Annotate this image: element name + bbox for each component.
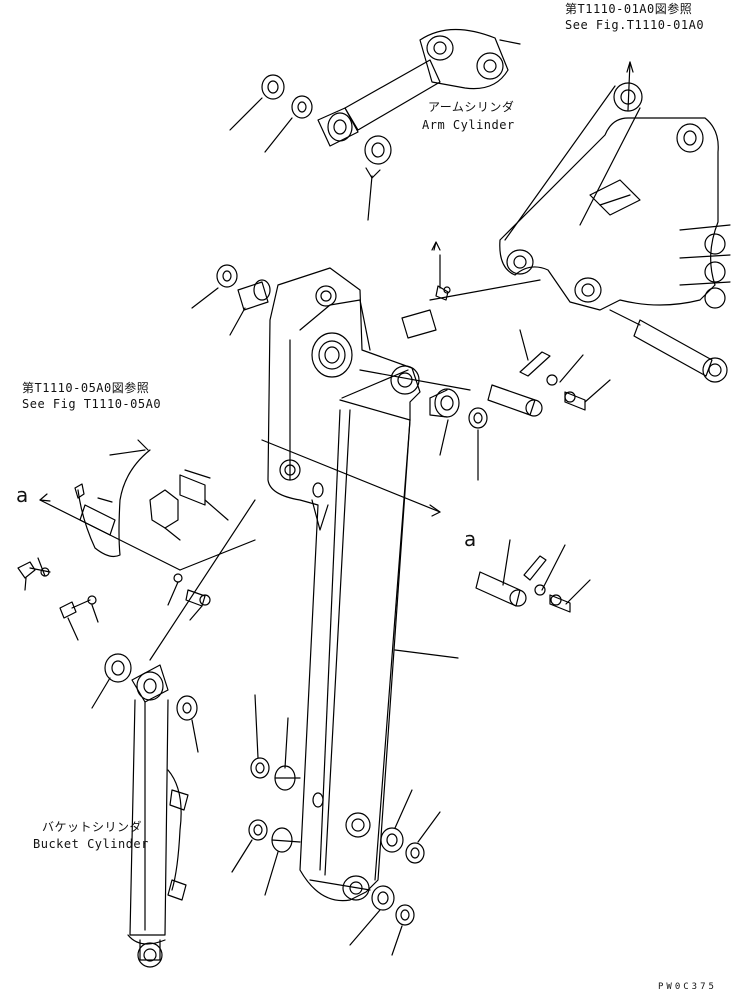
- section-a-left-label: a: [16, 483, 29, 507]
- lower-pin-set: [476, 540, 590, 612]
- section-line-a: [40, 280, 540, 660]
- bucket-cylinder-en-label: Bucket Cylinder: [33, 837, 149, 851]
- arm-cylinder-jp-label: アームシリンダ: [428, 100, 515, 114]
- ref-top-en-label: See Fig.T1110-01A0: [565, 18, 705, 32]
- wiring-harness: [75, 440, 228, 556]
- arm-cylinder: [318, 29, 520, 146]
- boom-pin: [610, 310, 727, 382]
- boom-top-assembly: [500, 62, 730, 310]
- boom-foot-bushings: [192, 265, 270, 335]
- section-a-right-label: a: [464, 527, 477, 551]
- upper-pin-set: [430, 330, 610, 480]
- arm-body: [268, 268, 420, 901]
- bolts-left: [18, 558, 210, 640]
- bucket-cylinder: [128, 665, 188, 967]
- bucket-cyl-washers: [92, 654, 198, 752]
- lower-bushings: [232, 650, 458, 955]
- arm-cylinder-en-label: Arm Cylinder: [422, 118, 515, 132]
- ref-left-en-label: See Fig T1110-05A0: [22, 397, 162, 411]
- ref-top-jp-label: 第T1110-01A0図参照: [565, 2, 693, 16]
- bucket-cylinder-jp-label: バケットシリンダ: [42, 820, 143, 834]
- grease-fitting: [402, 242, 450, 338]
- drawing-code: PW0C375: [658, 982, 717, 992]
- ref-left-jp-label: 第T1110-05A0図参照: [22, 381, 150, 395]
- arm-cylinder-washers: [230, 75, 391, 220]
